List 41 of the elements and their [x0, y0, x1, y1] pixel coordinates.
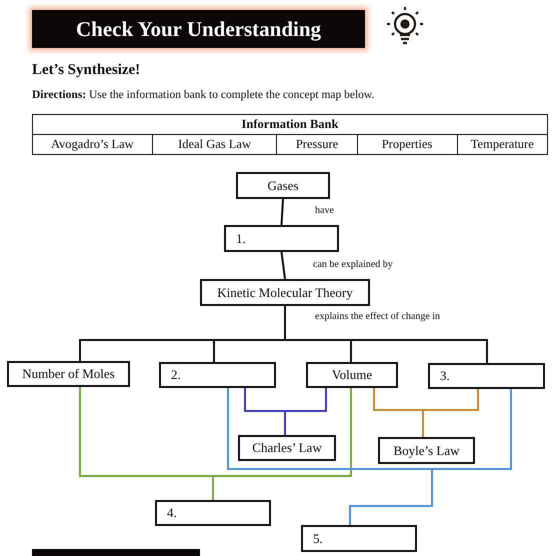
table-header: Information Bank — [32, 114, 548, 134]
node-text: 4. — [167, 505, 177, 521]
concept-box — [236, 172, 330, 199]
connector-line — [349, 389, 512, 525]
connector-line — [284, 306, 488, 363]
concept-box — [428, 363, 545, 389]
table-cell: Avogadro’s Law — [32, 134, 152, 154]
node-text: Number of Moles — [22, 366, 115, 382]
node-text: Kinetic Molecular Theory — [217, 284, 353, 300]
node-text: Volume — [332, 367, 372, 383]
concept-box — [378, 437, 475, 464]
node-text: 3. — [440, 368, 450, 384]
title-banner: Check Your Understanding — [32, 10, 365, 48]
edge-label: explains the effect of change in — [314, 311, 442, 322]
node-text: Gases — [267, 178, 299, 194]
connector-line — [284, 388, 327, 435]
concept-box — [159, 362, 276, 388]
table-cell: Pressure — [276, 134, 358, 154]
concept-box — [238, 435, 336, 461]
node-text: Charles’ Law — [252, 440, 322, 456]
directions-text: Directions: Use the information bank to complete the concept map below. — [32, 89, 374, 101]
connector-line — [280, 252, 286, 280]
edge-label: can be explained by — [312, 259, 394, 270]
node-text: 2. — [171, 367, 181, 383]
concept-box — [200, 279, 370, 306]
connector-line — [422, 389, 479, 437]
connector-line — [212, 388, 352, 500]
concept-box — [306, 362, 398, 388]
node-text: 5. — [313, 530, 323, 546]
concept-box — [301, 525, 417, 552]
node-text: Boyle’s Law — [393, 442, 460, 458]
edge-label: have — [314, 205, 335, 216]
table-cell: Temperature — [457, 134, 548, 154]
node-text: 1. — [236, 230, 246, 246]
concept-box — [224, 225, 339, 252]
table-cell: Properties — [357, 134, 458, 154]
concept-box — [7, 361, 130, 387]
connector-line — [280, 198, 284, 226]
subheading: Let’s Synthesize! — [32, 62, 140, 79]
concept-box — [155, 500, 271, 526]
table-cell: Ideal Gas Law — [152, 134, 277, 154]
